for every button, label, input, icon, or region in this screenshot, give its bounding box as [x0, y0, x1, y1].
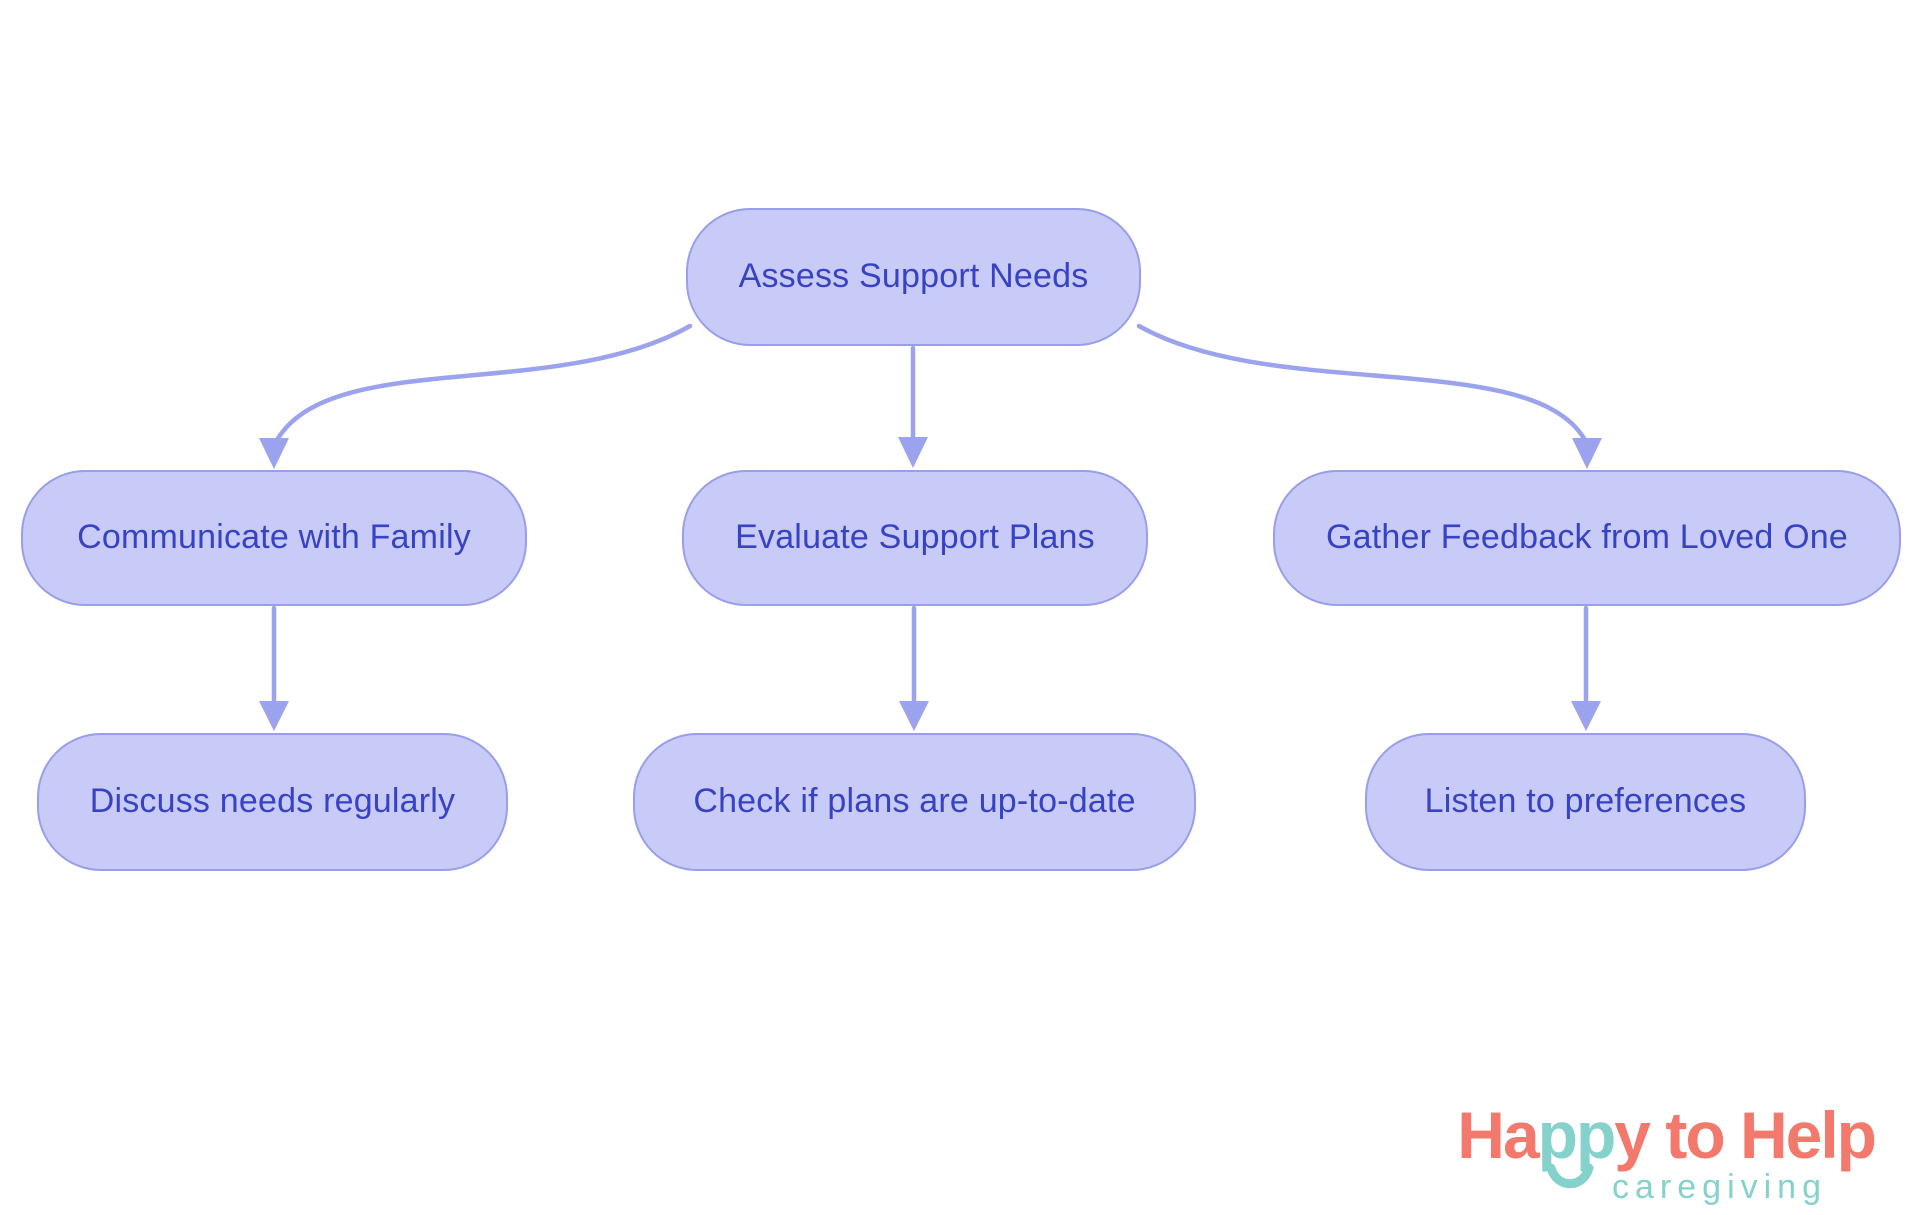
- node-gather-feedback-from-loved-one: Gather Feedback from Loved One: [1273, 470, 1901, 606]
- logo-subtitle: caregiving: [1612, 1168, 1827, 1206]
- edge-assess-communicate: [259, 323, 693, 469]
- node-label: Gather Feedback from Loved One: [1326, 518, 1848, 557]
- node-communicate-with-family: Communicate with Family: [21, 470, 527, 606]
- node-label: Discuss needs regularly: [89, 782, 456, 821]
- logo-text-coral: Ha: [1457, 1098, 1539, 1172]
- node-label: Assess Support Needs: [738, 257, 1089, 296]
- edge-gather-listen: [1571, 605, 1601, 731]
- node-discuss-needs-regularly: Discuss needs regularly: [37, 733, 508, 871]
- arrowhead-down: [1571, 701, 1601, 731]
- arrowhead-down: [898, 437, 928, 468]
- arrowhead-down: [899, 701, 929, 731]
- node-label: Evaluate Support Plans: [735, 518, 1095, 557]
- edge-evaluate-check: [899, 605, 929, 731]
- edge-assess-gather: [1136, 323, 1602, 469]
- node-assess-support-needs: Assess Support Needs: [686, 208, 1141, 346]
- node-check-if-plans-up-to-date: Check if plans are up-to-date: [633, 733, 1196, 871]
- node-label: Listen to preferences: [1424, 782, 1747, 821]
- node-listen-to-preferences: Listen to preferences: [1365, 733, 1806, 871]
- logo-text-teal-pp: pp: [1538, 1102, 1616, 1189]
- node-label: Check if plans are up-to-date: [693, 782, 1136, 821]
- arrowhead-down: [1572, 438, 1602, 469]
- smile-icon: [1546, 1163, 1594, 1189]
- arrowhead-down: [259, 438, 289, 469]
- logo-text-coral: y to Help: [1614, 1098, 1877, 1172]
- edge-assess-evaluate: [898, 345, 928, 468]
- edge-communicate-discuss: [259, 605, 289, 731]
- node-label: Communicate with Family: [77, 518, 471, 557]
- node-evaluate-support-plans: Evaluate Support Plans: [682, 470, 1148, 606]
- arrowhead-down: [259, 701, 289, 731]
